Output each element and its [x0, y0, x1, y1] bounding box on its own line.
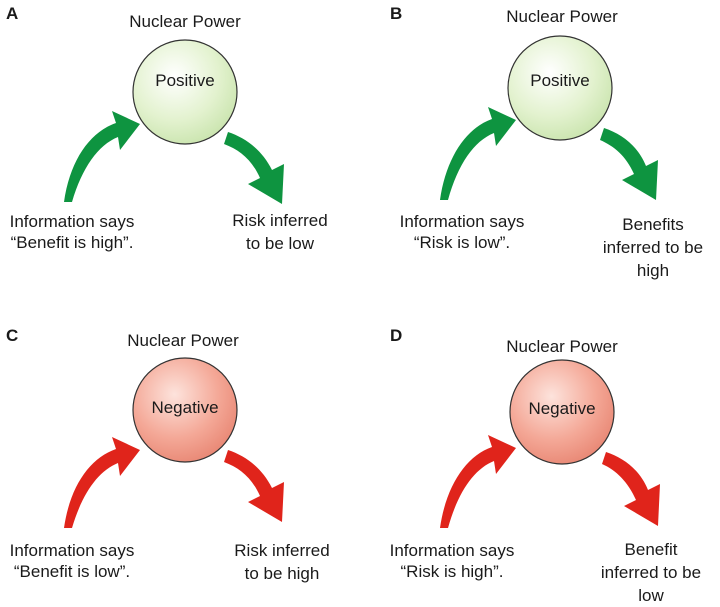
panel-d-inferred-line2: inferred to be — [600, 563, 702, 582]
panel-a-inferred: Risk inferred to be low — [205, 209, 355, 255]
panel-d-outgoing-arrow — [602, 452, 660, 526]
panel-d-graphics — [440, 359, 660, 528]
panel-b-inferred-line2: inferred to be — [602, 238, 704, 257]
panel-a-info: Information says “Benefit is high”. — [0, 211, 162, 253]
panel-d-info: Information says “Risk is high”. — [362, 540, 542, 582]
panel-d-info-line1: Information says — [389, 541, 515, 560]
panel-a-incoming-arrow — [64, 111, 140, 202]
panel-a-node-label: Positive — [155, 71, 215, 90]
panel-b-info-line2: “Risk is low”. — [413, 233, 511, 252]
panel-c-info-line1: Information says — [9, 541, 135, 560]
panel-a-node-circle — [132, 39, 238, 145]
panel-a-title: Nuclear Power — [129, 12, 241, 31]
panel-c-inferred-line1: Risk inferred — [234, 541, 330, 560]
panel-c-letter: C — [6, 326, 19, 345]
panel-a-letter: A — [6, 4, 19, 23]
panel-b-info-line1: Information says — [399, 212, 525, 231]
panel-d-info-line2: “Risk is high”. — [400, 562, 504, 581]
panel-d-letter: D — [390, 326, 403, 345]
panel-c-info: Information says “Benefit is low”. — [0, 540, 162, 582]
panel-c-node-label: Negative — [151, 398, 219, 417]
panel-b-inferred-line1: Benefits — [622, 215, 684, 234]
panel-a-info-line1: Information says — [9, 212, 135, 231]
panel-b-info: Information says “Risk is low”. — [372, 211, 552, 253]
panel-c-inferred: Risk inferred to be high — [207, 539, 357, 585]
panel-b-incoming-arrow — [440, 107, 516, 200]
panel-c-inferred-line2: to be high — [244, 564, 320, 583]
panel-c-incoming-arrow — [64, 437, 140, 528]
panel-b-inferred: Benefits inferred to be high — [578, 213, 720, 282]
panel-d-inferred: Benefit inferred to be low — [582, 538, 720, 607]
panel-d-inferred-line1: Benefit — [624, 540, 678, 559]
panel-d-incoming-arrow — [440, 435, 516, 528]
panel-d-inferred-line3: low — [638, 586, 664, 605]
panel-d-title: Nuclear Power — [506, 337, 618, 356]
panel-c-outgoing-arrow — [224, 450, 284, 522]
panel-a-graphics — [64, 39, 284, 204]
panel-b-graphics — [440, 35, 658, 200]
panel-b-outgoing-arrow — [600, 128, 658, 200]
panel-c-node-circle — [132, 357, 238, 463]
panel-c-graphics — [64, 357, 284, 528]
panel-b-inferred-line3: high — [636, 261, 670, 280]
panel-c-info-line2: “Benefit is low”. — [13, 562, 131, 581]
panel-d-node-circle — [509, 359, 615, 465]
panel-d-node-label: Negative — [528, 399, 596, 418]
panel-b-node-label: Positive — [530, 71, 590, 90]
panel-b-title: Nuclear Power — [506, 7, 618, 26]
panel-a-inferred-line1: Risk inferred — [232, 211, 328, 230]
panel-b-letter: B — [390, 4, 403, 23]
panel-a-outgoing-arrow — [224, 132, 284, 204]
panel-a-inferred-line2: to be low — [245, 234, 315, 253]
panel-b-node-circle — [507, 35, 613, 141]
panel-a-info-line2: “Benefit is high”. — [10, 233, 134, 252]
panel-c-title: Nuclear Power — [127, 331, 239, 350]
